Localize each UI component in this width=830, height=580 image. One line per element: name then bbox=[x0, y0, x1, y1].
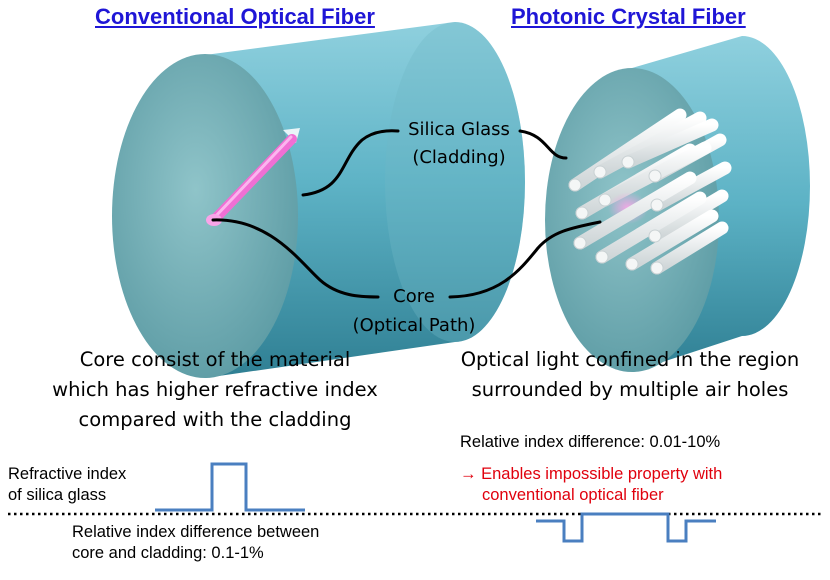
rod-end bbox=[621, 155, 635, 169]
refractive-index-label: Refractive index of silica glass bbox=[8, 464, 126, 506]
air-hole-rods bbox=[568, 108, 732, 275]
rod-end bbox=[593, 165, 607, 179]
rod-end bbox=[648, 229, 662, 243]
refractive-index-line: of silica glass bbox=[8, 486, 107, 504]
refractive-index-line: Refractive index bbox=[8, 465, 127, 483]
rod-end bbox=[598, 193, 612, 207]
core-rod-highlight bbox=[212, 135, 293, 220]
photonic-note: → Enables impossible property with conve… bbox=[460, 464, 722, 506]
label-core: Core bbox=[393, 286, 435, 307]
conventional-index-difference-line: Relative index difference between bbox=[72, 523, 320, 541]
air-hole-rod bbox=[650, 161, 732, 212]
description-conventional-line: which has higher refractive index bbox=[52, 378, 378, 401]
conventional-fiber-far-end bbox=[385, 22, 525, 342]
rod-end bbox=[625, 257, 639, 271]
title-photonic-crystal-fiber[interactable]: Photonic Crystal Fiber bbox=[511, 4, 746, 29]
conventional-fiber bbox=[112, 22, 525, 378]
title-conventional-fiber[interactable]: Conventional Optical Fiber bbox=[95, 4, 375, 29]
photonic-fiber bbox=[545, 36, 810, 372]
description-photonic: Optical light confined in the region sur… bbox=[430, 345, 830, 405]
label-cladding: (Cladding) bbox=[412, 147, 506, 168]
air-hole-rod bbox=[625, 209, 719, 271]
rod-end bbox=[650, 261, 664, 275]
photonic-note-line: → Enables impossible property with bbox=[460, 465, 723, 483]
description-conventional: Core consist of the material which has h… bbox=[20, 345, 410, 435]
conventional-index-difference-line: core and cladding: 0.1-1% bbox=[72, 544, 264, 562]
air-hole-rod bbox=[648, 189, 729, 243]
label-optical-path: (Optical Path) bbox=[352, 315, 476, 336]
rod-end bbox=[575, 206, 589, 220]
air-hole-rod bbox=[650, 221, 729, 275]
air-hole-rod bbox=[595, 191, 707, 264]
description-conventional-line: compared with the cladding bbox=[78, 408, 352, 431]
cladding-connector-right bbox=[518, 129, 568, 160]
rod-end bbox=[648, 169, 662, 183]
rod-end bbox=[568, 178, 582, 192]
core-connector-left bbox=[211, 218, 380, 299]
photonic-note-line: conventional optical fiber bbox=[482, 486, 664, 504]
conventional-index-difference: Relative index difference between core a… bbox=[72, 522, 319, 564]
description-photonic-line: surrounded by multiple air holes bbox=[471, 378, 789, 401]
photonic-index-difference: Relative index difference: 0.01-10% bbox=[460, 433, 721, 451]
description-conventional-line: Core consist of the material bbox=[79, 348, 351, 371]
rod-end bbox=[595, 250, 609, 264]
photonic-index-profile bbox=[536, 512, 716, 543]
rod-end bbox=[573, 236, 587, 250]
conventional-fiber-face bbox=[112, 54, 298, 378]
core-connector-right bbox=[448, 220, 602, 299]
air-hole-rod bbox=[573, 171, 697, 250]
conventional-index-profile bbox=[155, 462, 305, 512]
cladding-connector-left bbox=[301, 129, 400, 197]
air-hole-rod bbox=[621, 118, 719, 169]
label-silica-glass: Silica Glass bbox=[408, 119, 510, 140]
description-photonic-line: Optical light confined in the region bbox=[460, 348, 800, 371]
rod-end bbox=[650, 198, 664, 212]
air-hole-rod bbox=[593, 111, 707, 179]
